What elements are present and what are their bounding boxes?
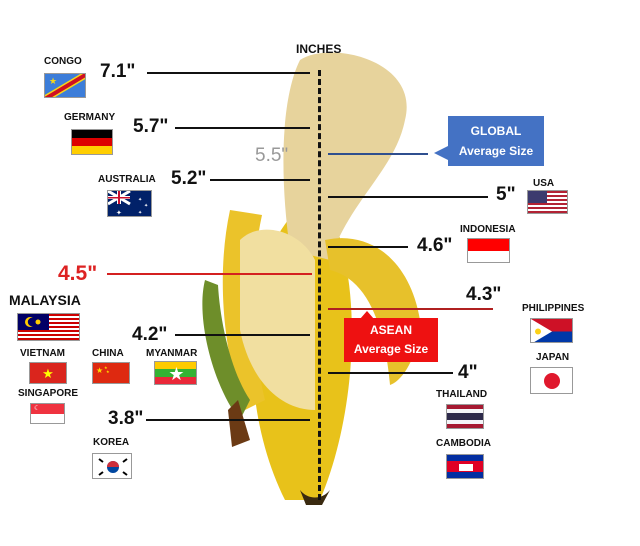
svg-text:★: ★ <box>106 369 110 374</box>
global-callout-pointer <box>434 146 448 160</box>
flag-usa <box>527 190 568 214</box>
label-myanmar: MYANMAR <box>146 348 198 359</box>
label-vietnam: VIETNAM <box>20 348 65 359</box>
line-japan-thailand-cambodia <box>328 372 453 374</box>
flag-japan <box>530 367 573 394</box>
value-singapore-korea: 3.8" <box>108 408 144 429</box>
svg-text:✦: ✦ <box>138 197 142 203</box>
global-average-callout: GLOBAL Average Size <box>448 116 544 166</box>
svg-text:✦: ✦ <box>138 210 142 216</box>
axis-title: INCHES <box>296 42 342 56</box>
asean-callout-pointer <box>360 311 374 319</box>
value-philippines: 4.3" <box>466 284 502 305</box>
line-global-average <box>328 153 428 155</box>
value-global-average: 5.5" <box>255 145 289 166</box>
label-singapore: SINGAPORE <box>18 388 79 399</box>
line-philippines <box>328 308 493 310</box>
value-indonesia: 4.6" <box>417 235 453 256</box>
svg-text:✦: ✦ <box>116 209 122 217</box>
label-philippines: PHILIPPINES <box>522 303 585 314</box>
line-indonesia <box>328 246 408 248</box>
flag-indonesia <box>467 238 510 263</box>
flag-cambodia <box>446 454 484 479</box>
value-asean-average: 4.5" <box>58 262 98 285</box>
value-vietnam-china-myanmar: 4.2" <box>132 324 168 345</box>
value-japan-thailand-cambodia: 4" <box>458 362 478 383</box>
line-usa <box>328 196 488 198</box>
value-congo: 7.1" <box>100 61 136 82</box>
line-australia <box>210 179 310 181</box>
flag-philippines <box>530 318 573 343</box>
label-usa: USA <box>533 178 555 189</box>
svg-text:★: ★ <box>96 366 103 375</box>
label-korea: KOREA <box>93 437 130 448</box>
label-australia: AUSTRALIA <box>98 174 156 185</box>
inches-axis <box>318 70 321 500</box>
global-callout-line2: Average Size <box>458 144 534 158</box>
label-germany: GERMANY <box>64 112 116 123</box>
svg-text:★: ★ <box>49 76 57 86</box>
flag-singapore: ☾ <box>30 403 65 424</box>
value-germany: 5.7" <box>133 116 169 137</box>
flag-vietnam: ★ <box>29 362 67 384</box>
label-cambodia: CAMBODIA <box>436 438 491 449</box>
label-malaysia: MALAYSIA <box>9 292 81 308</box>
label-thailand: THAILAND <box>436 389 488 400</box>
flag-australia: ✦✦✦✦ <box>107 190 152 217</box>
line-germany <box>175 127 310 129</box>
asean-callout-line2: Average Size <box>353 342 429 356</box>
label-japan: JAPAN <box>536 352 570 363</box>
label-indonesia: INDONESIA <box>460 224 516 235</box>
flag-congo: ★ <box>44 73 86 98</box>
flag-malaysia <box>17 313 80 341</box>
value-australia: 5.2" <box>171 168 207 189</box>
flag-thailand <box>446 404 484 429</box>
label-congo: CONGO <box>44 56 82 67</box>
value-usa: 5" <box>496 184 516 205</box>
line-congo <box>147 72 310 74</box>
flag-china: ★★★ <box>92 362 130 384</box>
global-callout-line1: GLOBAL <box>470 124 522 138</box>
label-china: CHINA <box>92 348 124 359</box>
flag-myanmar: ★ <box>154 361 197 385</box>
asean-callout-line1: ASEAN <box>369 323 412 337</box>
svg-text:★: ★ <box>104 365 108 370</box>
line-asean-average <box>107 273 312 275</box>
asean-average-callout: ASEAN Average Size <box>344 318 438 362</box>
line-singapore-korea <box>146 419 310 421</box>
flag-korea <box>92 453 132 479</box>
svg-text:✦: ✦ <box>144 203 148 209</box>
line-vietnam-china-myanmar <box>175 334 310 336</box>
flag-germany <box>71 129 113 155</box>
